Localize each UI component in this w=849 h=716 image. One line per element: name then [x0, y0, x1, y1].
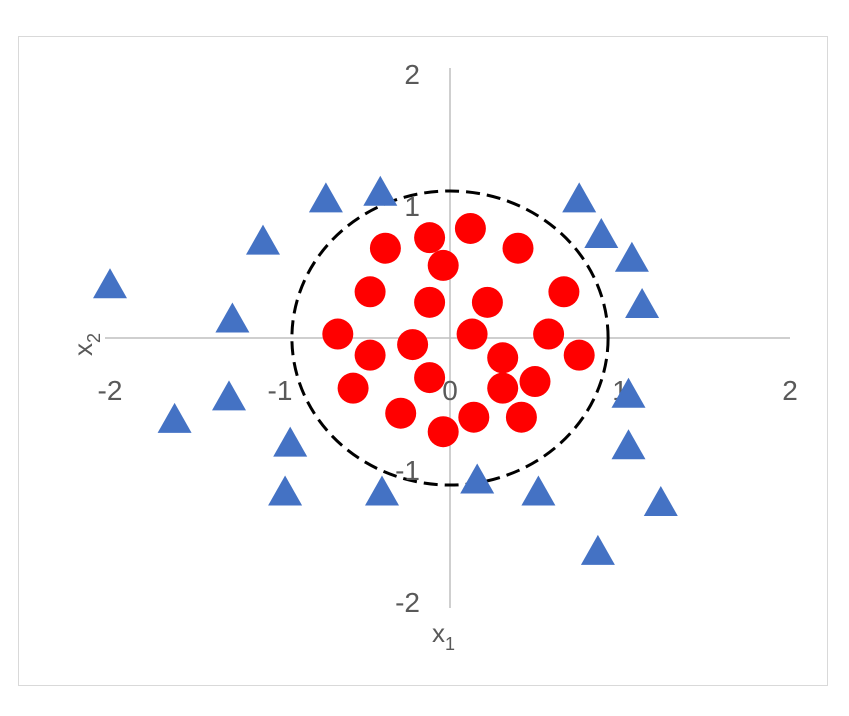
triangle-point [273, 426, 308, 457]
triangle-point [212, 380, 246, 411]
y-axis-title: x2 [68, 333, 104, 356]
triangle-point [308, 182, 343, 213]
triangle-point [611, 377, 646, 408]
x-tick-label: -1 [268, 375, 293, 406]
y-tick-label: -1 [395, 455, 420, 486]
data-points [93, 175, 678, 565]
circle-point [414, 286, 446, 318]
y-tick-label: -2 [395, 587, 420, 618]
circle-point [337, 372, 369, 404]
circle-point [487, 342, 519, 374]
circle-point [369, 232, 401, 264]
triangle-point [562, 182, 597, 213]
circle-point [414, 362, 446, 394]
circle-point [414, 222, 446, 254]
y-tick-label: 2 [404, 59, 420, 90]
triangle-point [614, 241, 649, 272]
triangle-point [157, 402, 192, 433]
circle-point [502, 232, 534, 264]
circle-point [471, 286, 503, 318]
triangle-point [625, 288, 660, 318]
x-tick-label: 0 [442, 375, 458, 406]
triangle-point [580, 534, 615, 565]
circle-point [563, 339, 595, 371]
triangle-point [215, 302, 250, 333]
triangle-point [643, 486, 678, 516]
circle-point [427, 416, 459, 448]
circle-point [487, 372, 519, 404]
circle-point [505, 401, 537, 433]
circle-point [548, 276, 580, 308]
circle-point [454, 212, 486, 244]
chart-frame [18, 36, 828, 686]
triangle-point [460, 463, 495, 494]
circle-point [322, 318, 354, 350]
circle-point [427, 249, 459, 281]
decision-boundary-layer [290, 189, 610, 487]
x-tick-label: 2 [782, 375, 798, 406]
circle-point [533, 318, 565, 350]
y-tick-label: 1 [404, 191, 420, 222]
x-axis-title: x1 [432, 618, 455, 654]
decision-boundary-circle [290, 189, 610, 487]
triangle-point [363, 175, 398, 206]
circle-point [458, 401, 490, 433]
triangle-point [584, 218, 619, 249]
circle-point [397, 329, 429, 361]
triangle-point [611, 429, 646, 460]
circle-point [519, 366, 551, 398]
x-tick-label: -2 [98, 375, 123, 406]
triangle-point [521, 475, 556, 506]
circle-point [456, 318, 488, 350]
circle-point [385, 397, 417, 429]
triangle-point [246, 224, 280, 255]
circle-point [354, 276, 386, 308]
triangle-point [268, 475, 303, 506]
triangle-point [93, 268, 127, 299]
triangle-point [365, 475, 399, 506]
axes [105, 68, 790, 608]
circle-point [354, 339, 386, 371]
